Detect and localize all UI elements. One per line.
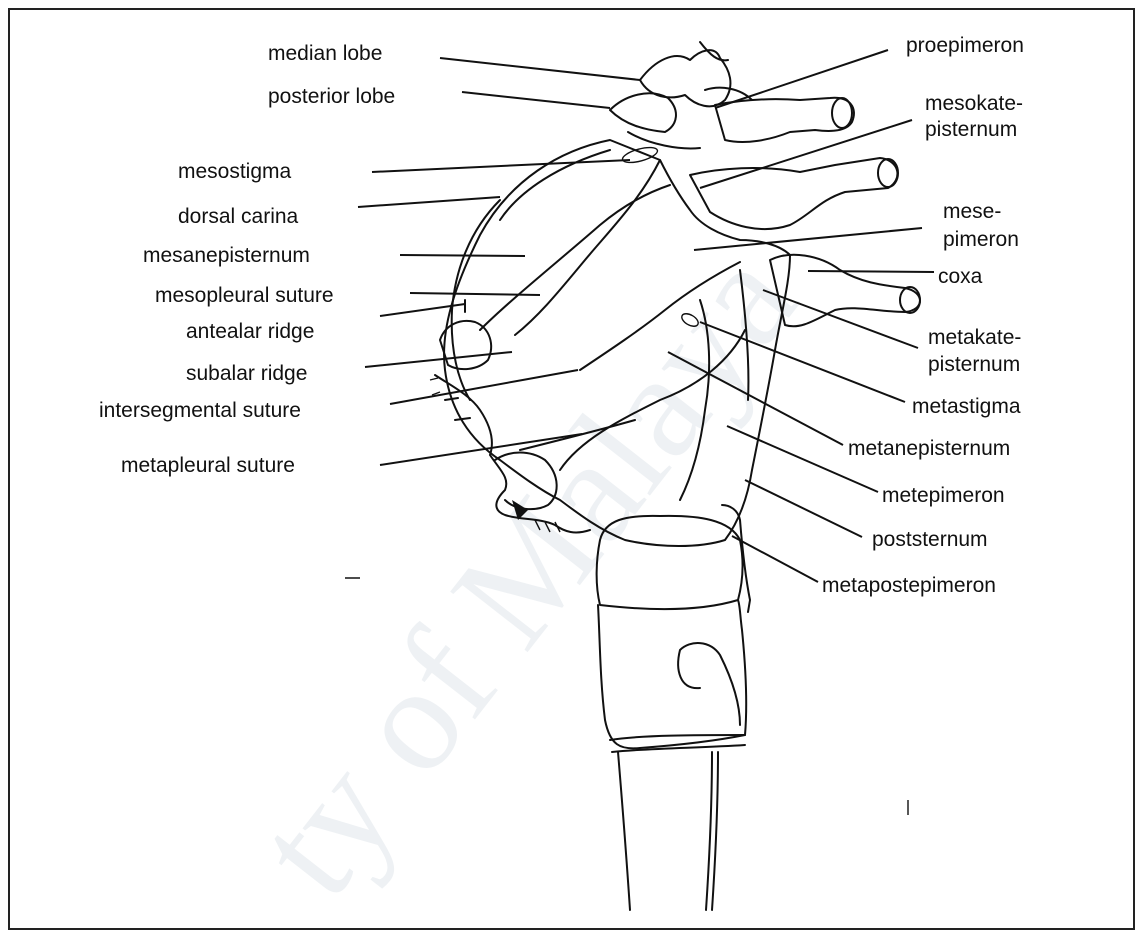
label-mesokatepisternum-line2: pisternum — [925, 118, 1017, 141]
label-mesopleural-suture: mesopleural suture — [155, 284, 334, 307]
leader-intersegmental-suture — [390, 370, 578, 404]
label-coxa: coxa — [938, 265, 983, 288]
label-intersegmental-suture: intersegmental suture — [99, 399, 301, 422]
foreleg-tip — [832, 98, 852, 128]
leader-mesanepisternum — [400, 255, 525, 256]
label-mesepimeron-line2: pimeron — [943, 228, 1019, 251]
label-metepimeron: metepimeron — [882, 484, 1005, 507]
antealar-ridge-shape — [440, 321, 491, 369]
leader-poststernum — [745, 480, 862, 537]
label-dorsal-carina: dorsal carina — [178, 205, 299, 228]
label-median-lobe: median lobe — [268, 42, 382, 65]
leader-mesostigma — [372, 160, 630, 172]
label-metapostepimeron: metapostepimeron — [822, 574, 996, 597]
prothorax-top — [628, 42, 752, 148]
hindleg-tip — [900, 287, 920, 313]
posterior-lobe-shape — [610, 93, 676, 132]
label-antealar-ridge: antealar ridge — [186, 320, 314, 343]
leader-dorsal-carina — [358, 197, 500, 207]
label-metanepisternum: metanepisternum — [848, 437, 1010, 460]
label-poststernum: poststernum — [872, 528, 988, 551]
label-mesokatepisternum-line1: mesokate- — [925, 92, 1023, 115]
midleg — [690, 158, 897, 229]
label-metastigma: metastigma — [912, 395, 1021, 418]
leader-posterior-lobe — [462, 92, 610, 108]
label-mesepimeron-line1: mese- — [943, 200, 1001, 223]
label-subalar-ridge: subalar ridge — [186, 362, 307, 385]
abdomen-tail — [618, 752, 718, 910]
label-proepimeron: proepimeron — [906, 34, 1024, 57]
leader-subalar-ridge — [365, 352, 512, 367]
midleg-tip — [878, 159, 898, 187]
label-posterior-lobe: posterior lobe — [268, 85, 395, 108]
leader-median-lobe — [440, 58, 640, 80]
label-metakatepisternum-line2: pisternum — [928, 353, 1020, 376]
label-mesostigma: mesostigma — [178, 160, 292, 183]
abdomen-band — [610, 735, 745, 752]
dorsal-carina-line — [452, 200, 500, 400]
leader-coxa — [808, 271, 934, 272]
abdomen-ventral-lobe — [678, 643, 740, 725]
label-mesanepisternum: mesanepisternum — [143, 244, 310, 267]
label-metapleural-suture: metapleural suture — [121, 454, 295, 477]
label-metakatepisternum-line1: metakate- — [928, 326, 1021, 349]
leader-mesepimeron — [694, 228, 922, 250]
labels-left: median lobe posterior lobe mesostigma do… — [99, 42, 395, 477]
abdomen-segment-2 — [598, 600, 746, 748]
